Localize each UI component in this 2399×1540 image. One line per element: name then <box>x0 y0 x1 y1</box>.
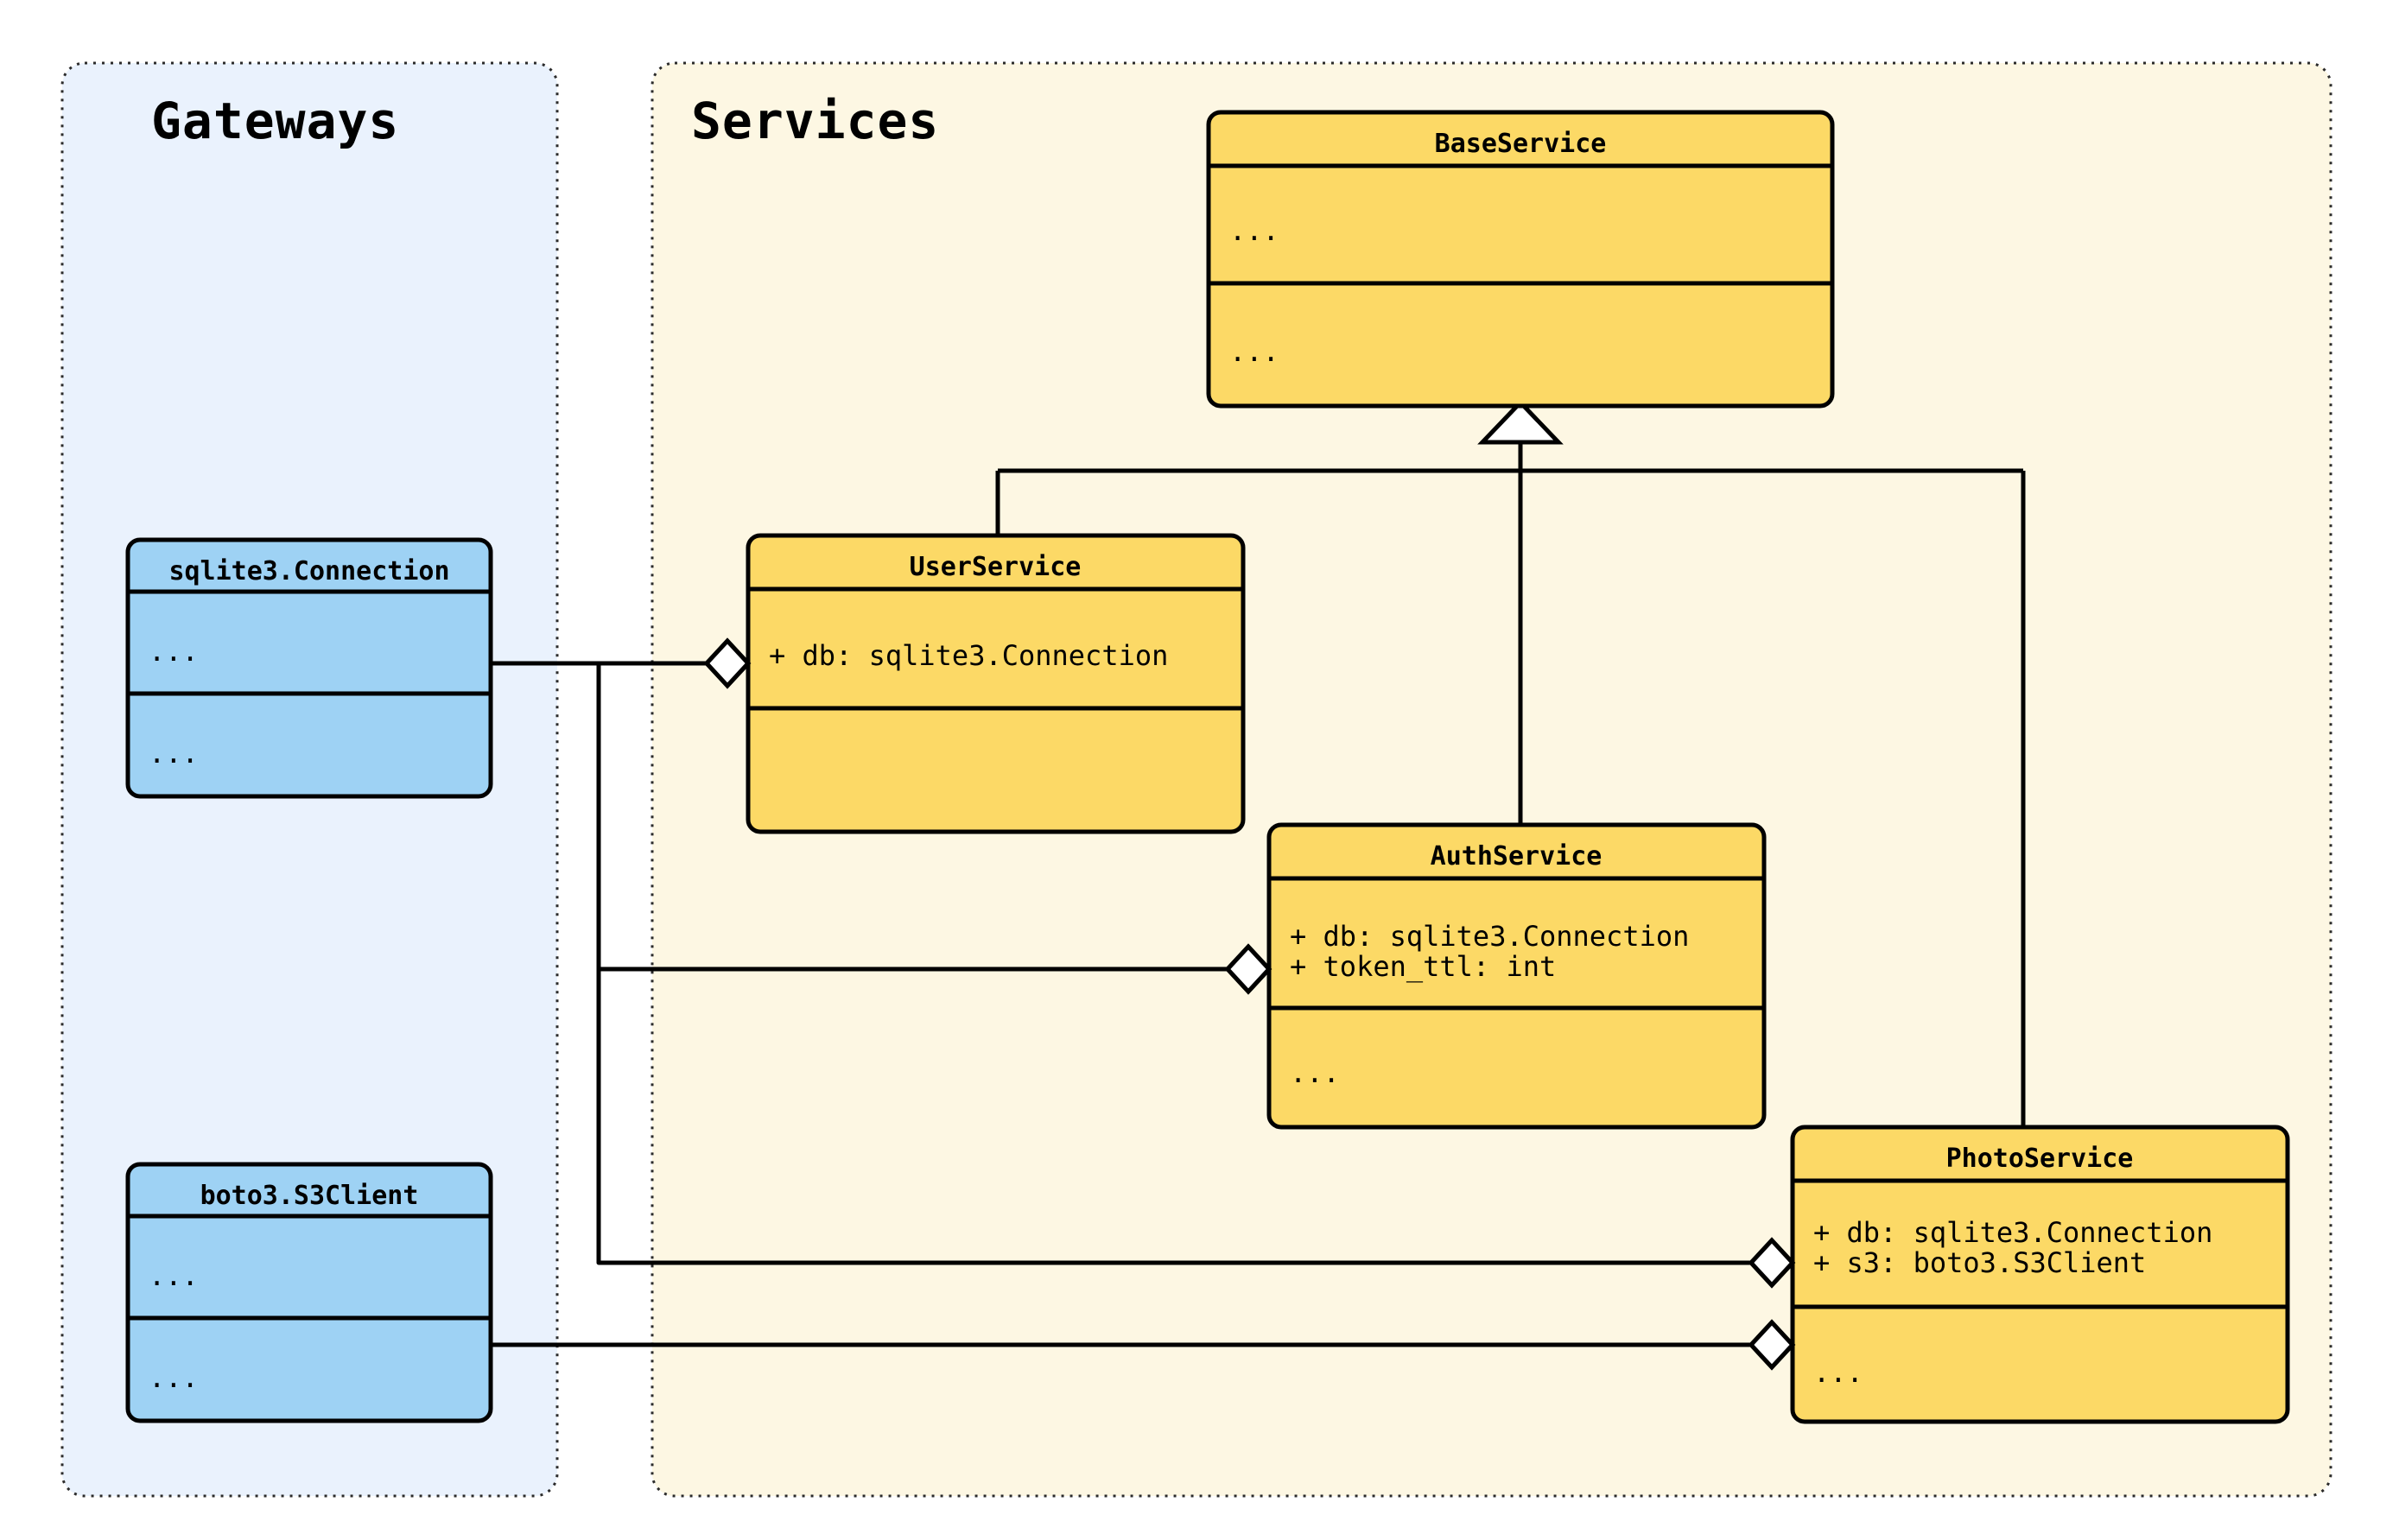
class-sqlite3-connection-attribute: ... <box>149 635 199 668</box>
class-auth-service-attribute-token-ttl: + token_ttl: int <box>1290 950 1556 983</box>
class-user-service-name: UserService <box>910 552 1082 582</box>
class-sqlite3-connection-method: ... <box>149 737 199 770</box>
agg-photo-db-line <box>596 969 1751 1265</box>
class-photo-service-method: ... <box>1813 1356 1863 1389</box>
class-boto3-s3client[interactable]: boto3.S3Client ... ... <box>125 1162 493 1423</box>
agg-auth-db-line <box>491 661 1228 972</box>
generalization-triangle-icon <box>1477 399 1564 445</box>
class-user-service[interactable]: UserService + db: sqlite3.Connection <box>746 533 1246 834</box>
class-boto3-s3client-attribute: ... <box>149 1259 199 1292</box>
class-sqlite3-connection-box <box>125 537 493 799</box>
class-base-service-method: ... <box>1229 335 1279 368</box>
class-user-service-box <box>746 533 1246 834</box>
class-sqlite3-connection[interactable]: sqlite3.Connection ... ... <box>125 537 493 799</box>
class-photo-service-box <box>1790 1125 2290 1424</box>
package-gateways-title: Gateways <box>151 92 399 150</box>
package-services-title: Services <box>691 92 939 150</box>
aggregation-diamond-icon <box>1748 1237 1796 1289</box>
class-auth-service-box <box>1266 822 1767 1130</box>
class-user-service-attribute: + db: sqlite3.Connection <box>769 639 1168 672</box>
class-base-service-attribute: ... <box>1229 214 1279 247</box>
aggregation-diamond-icon <box>1748 1319 1796 1371</box>
class-base-service[interactable]: BaseService ... ... <box>1206 110 1835 409</box>
class-base-service-name: BaseService <box>1435 129 1607 159</box>
aggregation-diamond-icon <box>1224 943 1272 995</box>
class-boto3-s3client-name: boto3.S3Client <box>200 1181 419 1211</box>
class-auth-service-method: ... <box>1290 1056 1340 1089</box>
class-photo-service-name: PhotoService <box>1946 1144 2134 1174</box>
aggregation-diamond-icon <box>703 637 752 689</box>
class-auth-service[interactable]: AuthService + db: sqlite3.Connection + t… <box>1266 822 1767 1130</box>
class-auth-service-name: AuthService <box>1431 841 1603 871</box>
class-auth-service-attribute-db: + db: sqlite3.Connection <box>1290 920 1689 953</box>
class-base-service-box <box>1206 110 1835 409</box>
class-photo-service-attribute-db: + db: sqlite3.Connection <box>1813 1216 2212 1249</box>
class-sqlite3-connection-name: sqlite3.Connection <box>168 556 449 586</box>
class-boto3-s3client-method: ... <box>149 1361 199 1394</box>
class-photo-service[interactable]: PhotoService + db: sqlite3.Connection + … <box>1790 1125 2290 1424</box>
class-boto3-s3client-box <box>125 1162 493 1423</box>
aggregation-markers-overlay <box>703 637 1796 1371</box>
class-photo-service-attribute-s3: + s3: boto3.S3Client <box>1813 1246 2146 1279</box>
